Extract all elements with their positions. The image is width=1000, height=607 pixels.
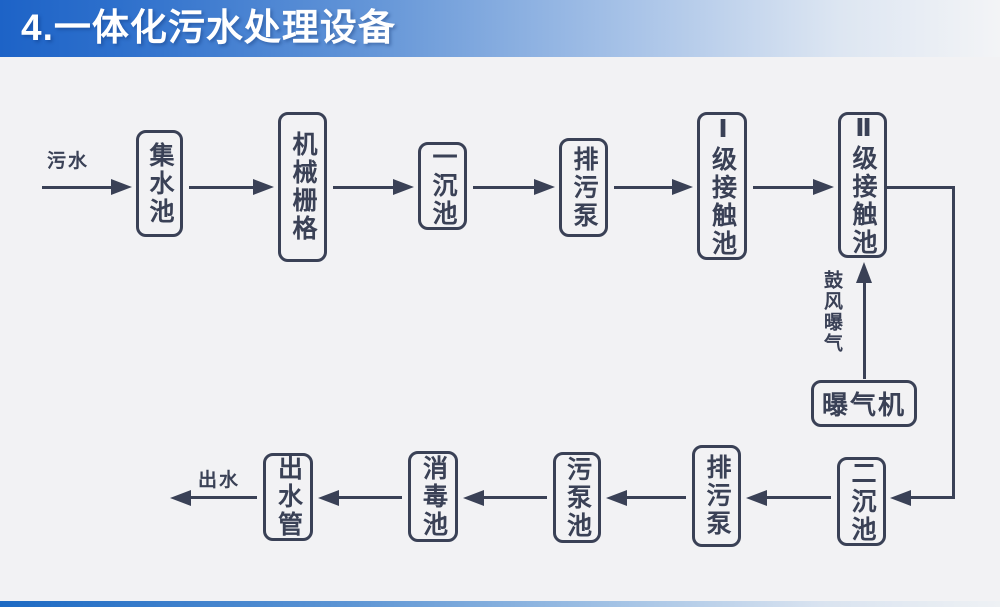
slide-title: 4.一体化污水处理设备 (21, 7, 396, 48)
inflow-label: 污水 (47, 151, 90, 172)
flow-arrow (191, 496, 257, 499)
flow-node-aerator: 曝气机 (811, 380, 917, 427)
blast-aeration-label: 鼓风曝气 (821, 270, 842, 354)
flow-node-secondary-sedimentation: 二沉池 (837, 457, 886, 546)
flow-node-collection-tank: 集水池 (136, 130, 183, 237)
flow-node-label: 出水管 (274, 455, 303, 539)
flow-node-label: 曝气机 (821, 390, 906, 420)
flow-node-label: 二沉池 (848, 459, 876, 544)
flow-node-label: 一沉池 (429, 144, 457, 228)
flow-arrowhead (393, 179, 414, 195)
flow-node-label: Ⅱ级接触池 (849, 113, 877, 257)
flow-node-sewage-pump-top: 排污泵 (559, 138, 608, 237)
connector-line-top (887, 186, 955, 189)
flow-arrowhead (746, 490, 767, 506)
title-banner: 4.一体化污水处理设备 (0, 0, 1000, 57)
flow-arrowhead (890, 490, 911, 506)
flow-node-sludge-pump-tank: 污泵池 (553, 452, 601, 543)
flow-node-label: 排污泵 (703, 454, 731, 538)
flow-arrow (484, 496, 547, 499)
flow-node-stage2-contact-tank: Ⅱ级接触池 (838, 112, 887, 258)
flow-arrowhead (813, 179, 834, 195)
flow-arrow (753, 186, 813, 189)
flow-arrow (473, 186, 534, 189)
connector-line-vertical (952, 186, 955, 499)
flow-arrow (627, 496, 686, 499)
flow-node-sewage-pump-bottom: 排污泵 (692, 445, 741, 547)
flow-arrowhead (253, 179, 274, 195)
flow-node-disinfection-tank: 消毒池 (408, 451, 458, 542)
outflow-label: 出水 (198, 470, 241, 491)
flow-node-label: 机械栅格 (289, 131, 317, 243)
flow-node-stage1-contact-tank: Ⅰ级接触池 (697, 112, 747, 260)
connector-line-bottom (911, 496, 955, 499)
flow-node-label: 污泵池 (563, 455, 592, 540)
flow-node-outlet-pipe: 出水管 (263, 453, 313, 541)
flow-node-label: Ⅰ级接触池 (708, 114, 737, 258)
flow-node-label: 排污泵 (570, 145, 598, 230)
flow-arrow (339, 496, 402, 499)
flow-arrowhead (318, 490, 339, 506)
flow-arrow (189, 186, 253, 189)
flow-arrow (614, 186, 672, 189)
flow-arrowhead (672, 179, 693, 195)
flow-arrowhead (170, 490, 191, 506)
flow-node-label: 集水池 (146, 141, 174, 226)
flow-node-label: 消毒池 (419, 454, 448, 539)
flow-arrowhead (534, 179, 555, 195)
aeration-arrow (863, 282, 866, 379)
bottom-accent-bar (0, 601, 1000, 607)
flow-arrowhead (111, 179, 132, 195)
flow-arrowhead (606, 490, 627, 506)
flow-arrow (42, 186, 111, 189)
flow-arrow (767, 496, 831, 499)
flow-arrowhead (463, 490, 484, 506)
flow-node-primary-sedimentation: 一沉池 (418, 142, 467, 230)
flow-arrow (333, 186, 393, 189)
flow-node-mechanical-screen: 机械栅格 (278, 112, 327, 262)
flow-arrowhead (856, 262, 872, 283)
